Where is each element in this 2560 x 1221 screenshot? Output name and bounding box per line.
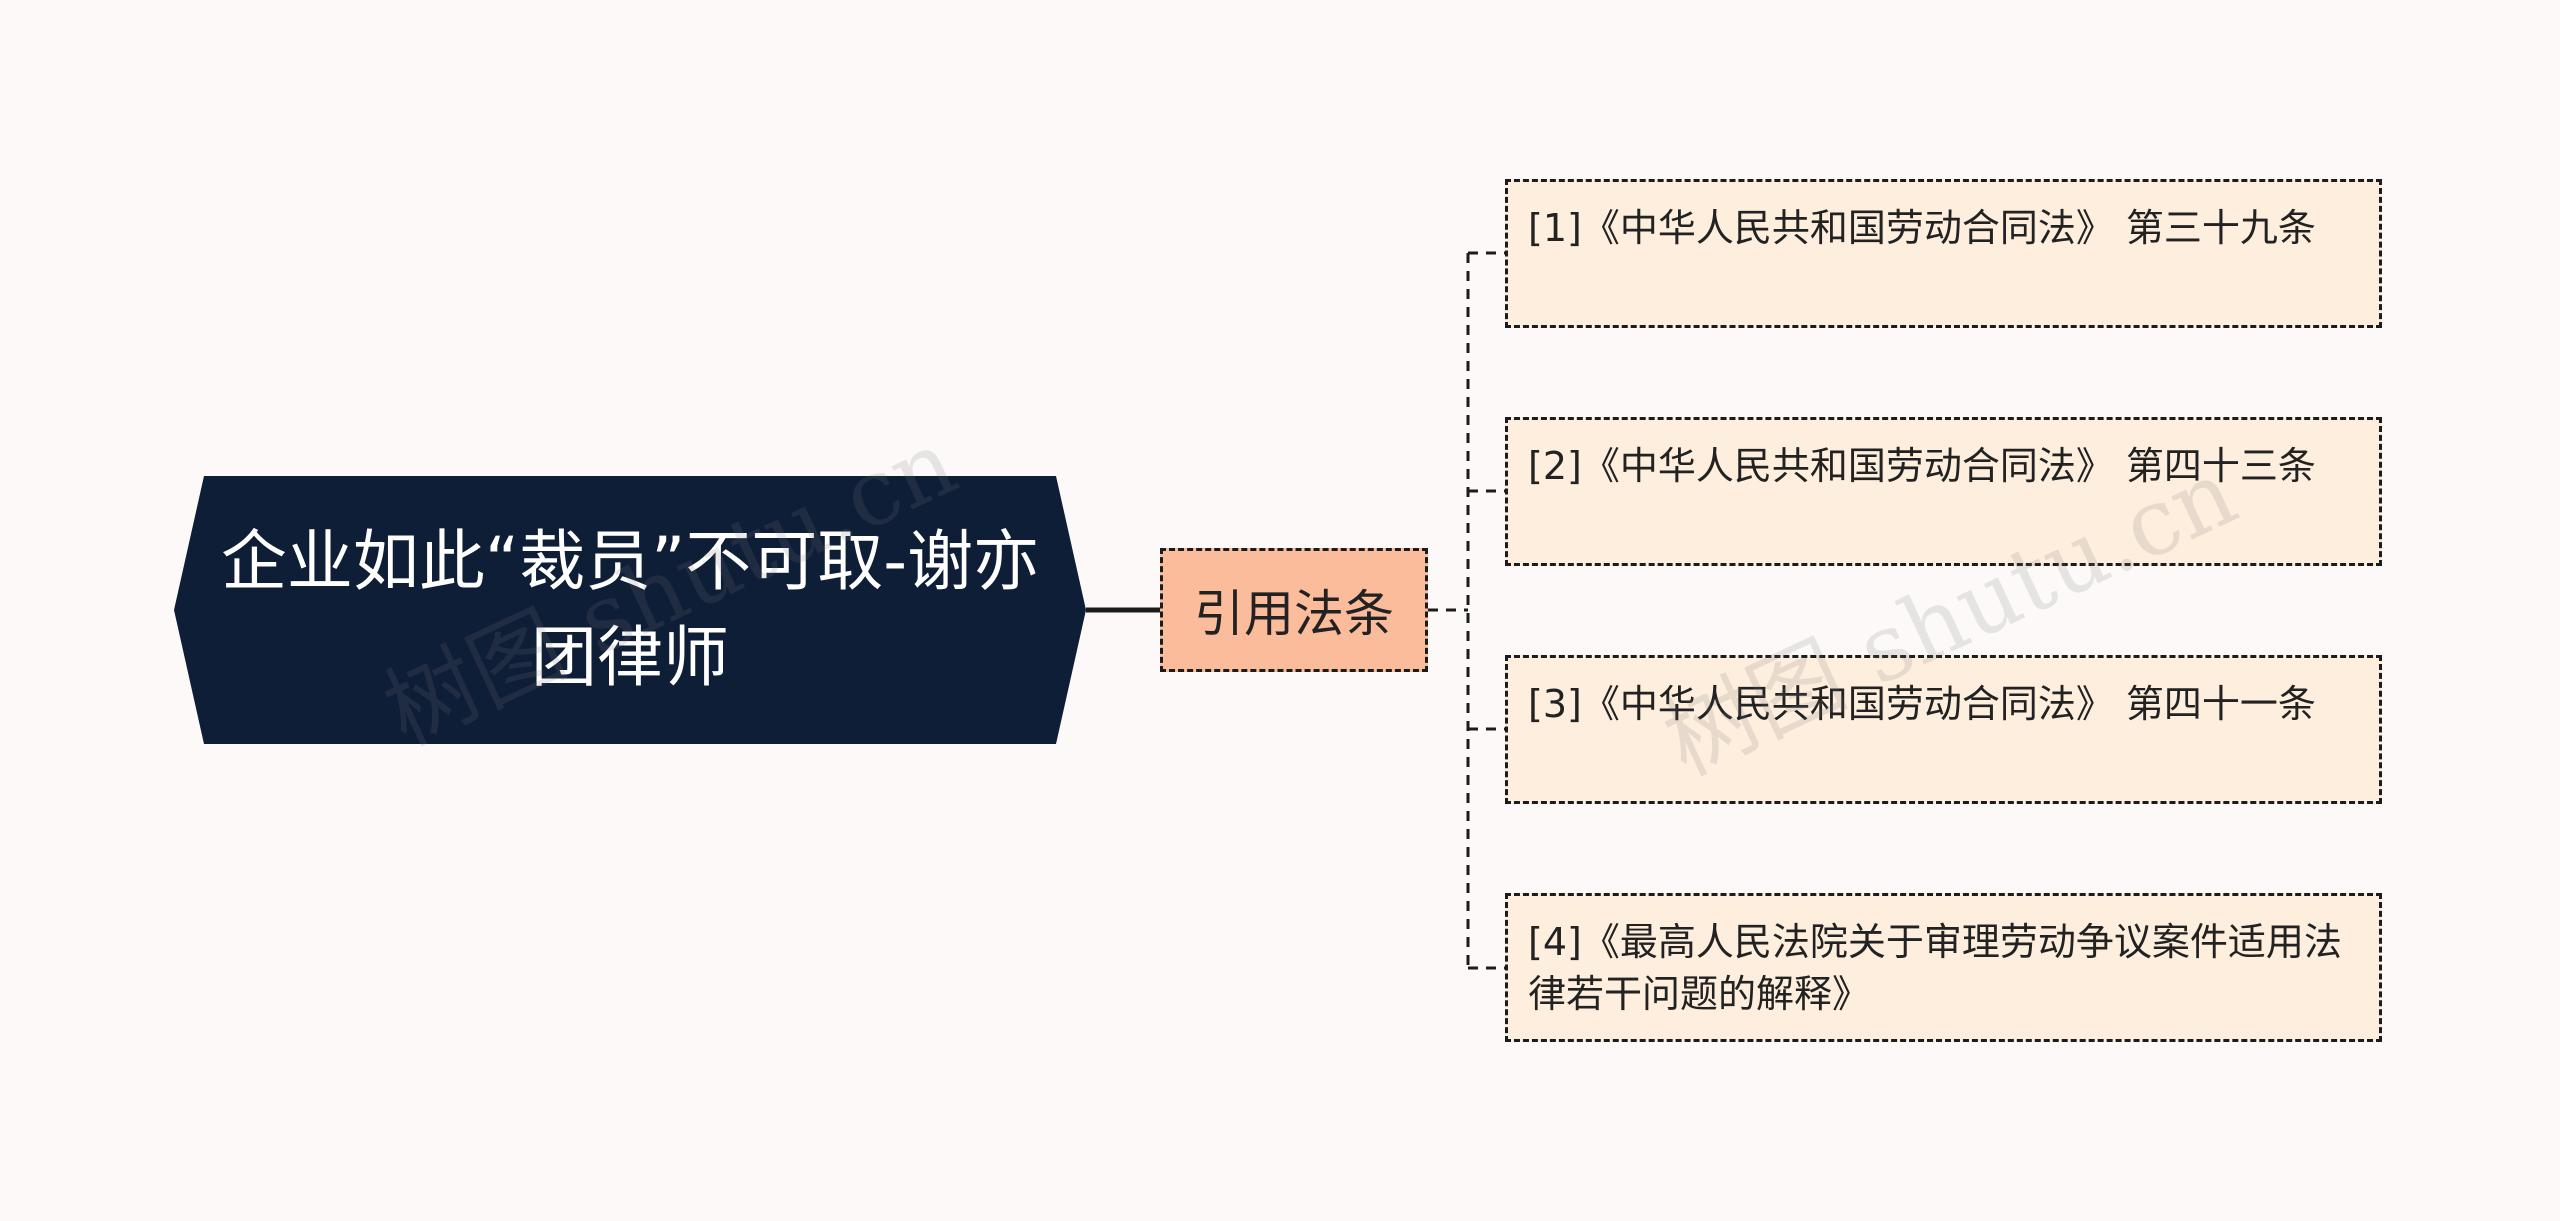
- root-topic-label: 企业如此“裁员”不可取-谢亦团律师: [220, 523, 1040, 696]
- leaf-node-3[interactable]: [3]《中华人民共和国劳动合同法》 第四十一条: [1505, 655, 2382, 804]
- leaf-node-1[interactable]: [1]《中华人民共和国劳动合同法》 第三十九条: [1505, 179, 2382, 328]
- branch-topic-label: 引用法条: [1194, 585, 1394, 643]
- leaf-label-2: [2]《中华人民共和国劳动合同法》 第四十三条: [1528, 444, 2316, 488]
- leaf-node-4[interactable]: [4]《最高人民法院关于审理劳动争议案件适用法律若干问题的解释》: [1505, 893, 2382, 1042]
- leaf-label-1: [1]《中华人民共和国劳动合同法》 第三十九条: [1528, 206, 2316, 250]
- root-topic-node[interactable]: 企业如此“裁员”不可取-谢亦团律师: [174, 476, 1086, 744]
- leaf-label-3: [3]《中华人民共和国劳动合同法》 第四十一条: [1528, 682, 2316, 726]
- leaf-label-4: [4]《最高人民法院关于审理劳动争议案件适用法律若干问题的解释》: [1528, 920, 2342, 1016]
- branch-topic-node[interactable]: 引用法条: [1160, 548, 1428, 672]
- leaf-node-2[interactable]: [2]《中华人民共和国劳动合同法》 第四十三条: [1505, 417, 2382, 566]
